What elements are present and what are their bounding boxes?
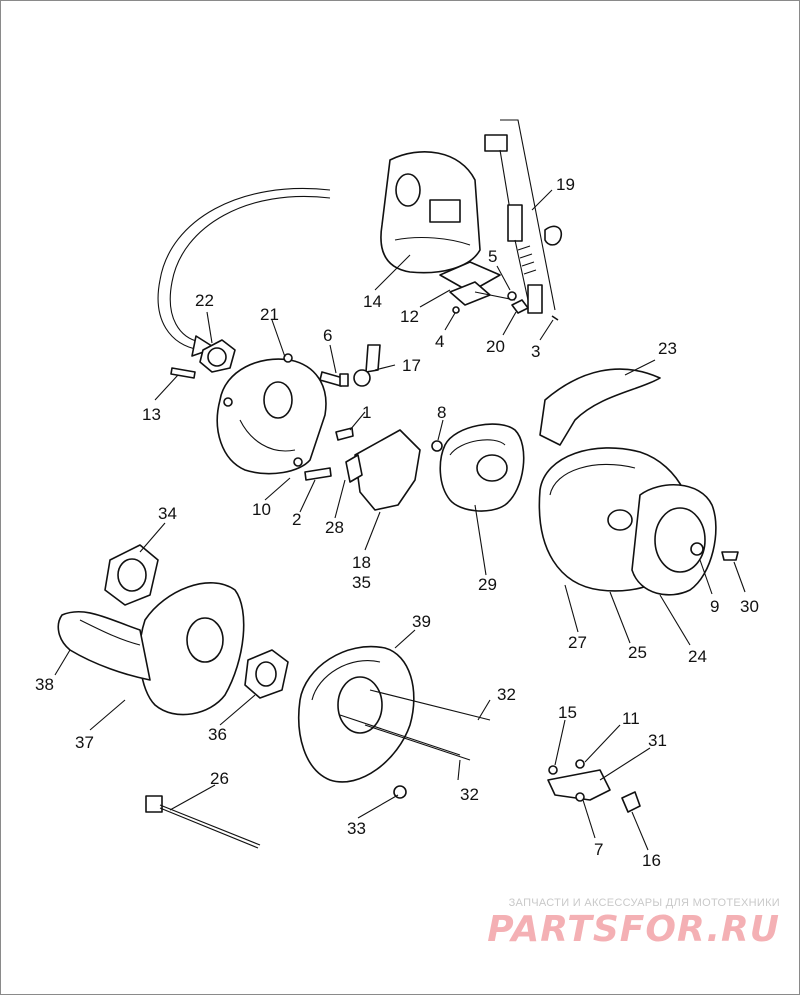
- callout-24: 24: [688, 647, 707, 666]
- screw-6: [319, 371, 349, 387]
- callout-32-upper: 32: [497, 685, 516, 704]
- watermark-logo: PARTSFOR.RU: [487, 909, 780, 950]
- callout-21: 21: [260, 305, 279, 324]
- washer-8: [431, 440, 443, 452]
- callout-5: 5: [488, 247, 497, 266]
- callout-32-lower: 32: [460, 785, 479, 804]
- callout-20: 20: [486, 337, 505, 356]
- callout-25: 25: [628, 643, 647, 662]
- clip-16: [621, 791, 641, 813]
- bolts-32: [339, 689, 491, 761]
- callout-16: 16: [642, 851, 661, 870]
- callout-4: 4: [435, 332, 444, 351]
- backplate-21: [216, 353, 327, 475]
- cover-insert-23: [539, 368, 661, 446]
- callout-22: 22: [195, 291, 214, 310]
- callout-19: 19: [556, 175, 575, 194]
- callout-34: 34: [158, 504, 177, 523]
- callout-18: 18: [352, 553, 371, 572]
- rotation-arrow: [157, 187, 331, 357]
- breather-bracket: [380, 151, 481, 274]
- callout-33: 33: [347, 819, 366, 838]
- callout-31: 31: [648, 731, 667, 750]
- bracket-assembly: [547, 759, 611, 802]
- callout-8: 8: [437, 403, 446, 422]
- watermark-logo-parts: PARTS: [487, 909, 620, 950]
- gasket-36: [244, 649, 289, 699]
- leader-lines: [54, 189, 746, 851]
- trim-ring-24: [631, 484, 717, 596]
- callout-23: 23: [658, 339, 677, 358]
- callout-12: 12: [400, 307, 419, 326]
- bracket-18: [345, 429, 421, 511]
- breather-plate: [439, 261, 501, 306]
- gasket-22: [199, 339, 236, 373]
- callout-labels: 19 5 14 12 4 20 3 22 21 6 17 13 1 8 23 1…: [35, 175, 759, 870]
- gasket-34: [104, 544, 159, 606]
- screw-1: [335, 427, 354, 441]
- callout-7: 7: [594, 840, 603, 859]
- callout-14: 14: [363, 292, 382, 311]
- backplate-37: [57, 582, 245, 716]
- screw-13: [170, 367, 196, 379]
- callout-38: 38: [35, 675, 54, 694]
- callout-35: 35: [352, 573, 371, 592]
- callout-27: 27: [568, 633, 587, 652]
- callout-11: 11: [622, 709, 640, 728]
- callout-2: 2: [292, 510, 301, 529]
- filter-element-29: [439, 423, 525, 512]
- rod-26: [145, 795, 261, 849]
- callout-36: 36: [208, 725, 227, 744]
- callout-10: 10: [252, 500, 271, 519]
- callout-15: 15: [558, 703, 577, 722]
- callout-9: 9: [710, 597, 719, 616]
- watermark-logo-domain: FOR.RU: [619, 909, 780, 950]
- callout-26: 26: [210, 769, 229, 788]
- breather-hose-17: [353, 344, 381, 387]
- callout-6: 6: [323, 326, 332, 345]
- screw-30: [721, 551, 739, 561]
- callout-13: 13: [142, 405, 161, 424]
- callout-1: 1: [362, 403, 371, 422]
- small-hardware-upper: [452, 291, 559, 321]
- watermark: ЗАПЧАСТИ И АКСЕССУАРЫ ДЛЯ МОТОТЕХНИКИ PA…: [487, 897, 780, 950]
- screw-2: [304, 467, 332, 481]
- watermark-caption: ЗАПЧАСТИ И АКСЕССУАРЫ ДЛЯ МОТОТЕХНИКИ: [508, 897, 780, 909]
- choke-cable: [484, 119, 563, 314]
- callout-17: 17: [402, 356, 421, 375]
- callout-3: 3: [531, 342, 540, 361]
- callout-39: 39: [412, 612, 431, 631]
- filter-element-39: [298, 645, 415, 783]
- callout-30: 30: [740, 597, 759, 616]
- callout-37: 37: [75, 733, 94, 752]
- callout-28: 28: [325, 518, 344, 537]
- callout-29: 29: [478, 575, 497, 594]
